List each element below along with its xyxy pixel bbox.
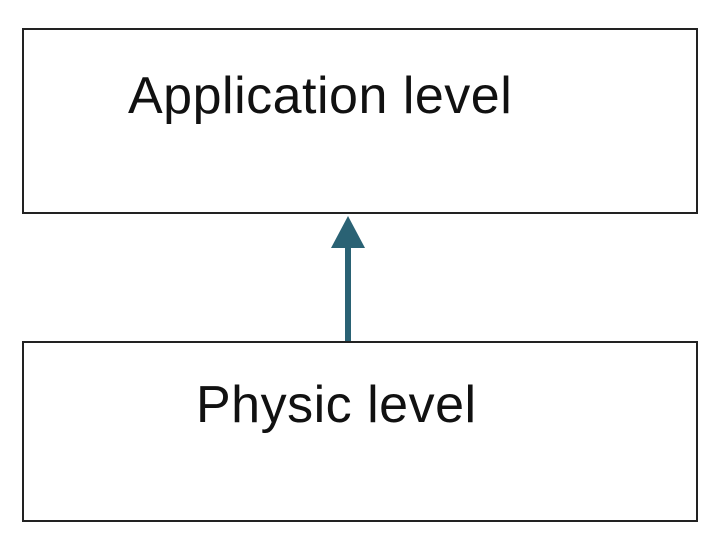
application-level-box: Application level: [22, 28, 698, 214]
physic-level-label: Physic level: [196, 376, 477, 434]
application-level-label: Application level: [128, 67, 513, 125]
physic-level-box: Physic level: [22, 341, 698, 522]
arrow-head: [331, 216, 365, 248]
